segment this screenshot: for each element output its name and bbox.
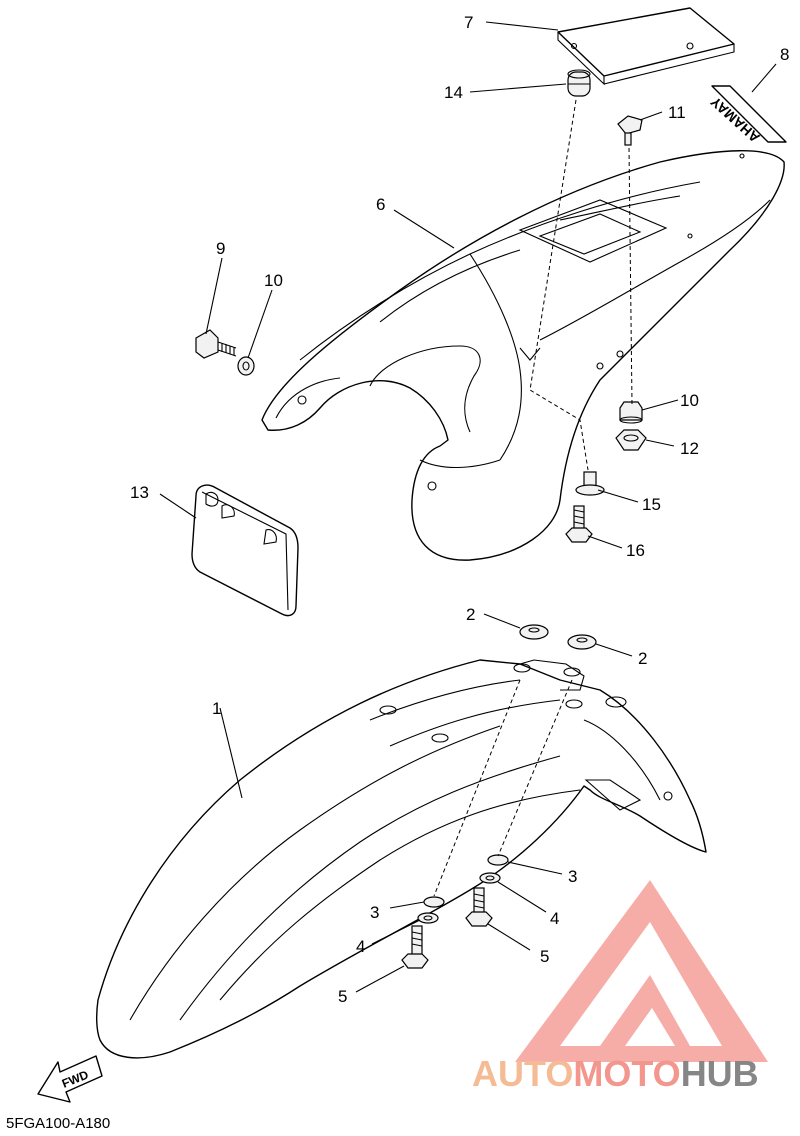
part-9-bolt	[195, 329, 237, 359]
callout-2-left: 2	[466, 605, 475, 624]
part-8-decal: YAMAHA	[707, 85, 787, 146]
part-3-collar-right	[487, 854, 509, 866]
part-6-rear-fender	[261, 150, 785, 561]
callout-12: 12	[680, 439, 699, 458]
callout-4-right: 4	[550, 909, 559, 928]
watermark: AUTOMOTOHUB	[472, 880, 768, 1094]
callout-5-right: 5	[540, 947, 549, 966]
watermark-text: AUTOMOTOHUB	[472, 1053, 759, 1094]
callout-1: 1	[212, 699, 221, 718]
part-12-nut	[615, 429, 647, 451]
part-13-flap	[191, 484, 299, 617]
part-7-plate	[557, 7, 735, 86]
callout-14: 14	[444, 83, 463, 102]
part-4-washer-right	[479, 872, 501, 884]
part-2-grommet-left	[519, 624, 549, 640]
callout-7: 7	[464, 13, 473, 32]
part-11-screw	[617, 115, 643, 146]
callout-6: 6	[376, 195, 385, 214]
callout-2-right: 2	[638, 649, 647, 668]
part-10-collar-right	[619, 401, 643, 424]
callout-3-left: 3	[370, 903, 379, 922]
leader-lines	[159, 21, 777, 993]
part-5-bolt-left	[401, 925, 429, 969]
part-10-collar-left	[237, 356, 255, 376]
callout-16: 16	[626, 541, 645, 560]
part-16-bolt	[565, 505, 593, 543]
fwd-arrow: FWD	[37, 1055, 103, 1103]
callout-15: 15	[642, 495, 661, 514]
part-3-collar-left	[423, 896, 445, 908]
part-4-washer-left	[417, 912, 439, 924]
callout-4-left: 4	[356, 937, 365, 956]
callout-10-left: 10	[264, 271, 283, 290]
callout-11: 11	[668, 103, 686, 122]
callout-9: 9	[216, 239, 225, 258]
callouts: 7 8 14 11 6 9 10 10 12 15 13 16 2 2 1 3 …	[130, 13, 789, 1006]
callout-5-left: 5	[338, 987, 347, 1006]
diagram-code: 5FGA100-A180	[6, 1115, 110, 1132]
callout-8: 8	[780, 45, 789, 64]
part-1-front-fender	[95, 659, 707, 1059]
assembly-lines	[433, 99, 633, 897]
callout-3-right: 3	[568, 867, 577, 886]
callout-13: 13	[130, 483, 149, 502]
part-15-collar	[575, 471, 605, 496]
part-2-grommet-right	[567, 634, 597, 650]
part-5-bolt-right	[465, 887, 493, 927]
part-14-grommet	[567, 69, 591, 97]
callout-10-right: 10	[680, 391, 699, 410]
